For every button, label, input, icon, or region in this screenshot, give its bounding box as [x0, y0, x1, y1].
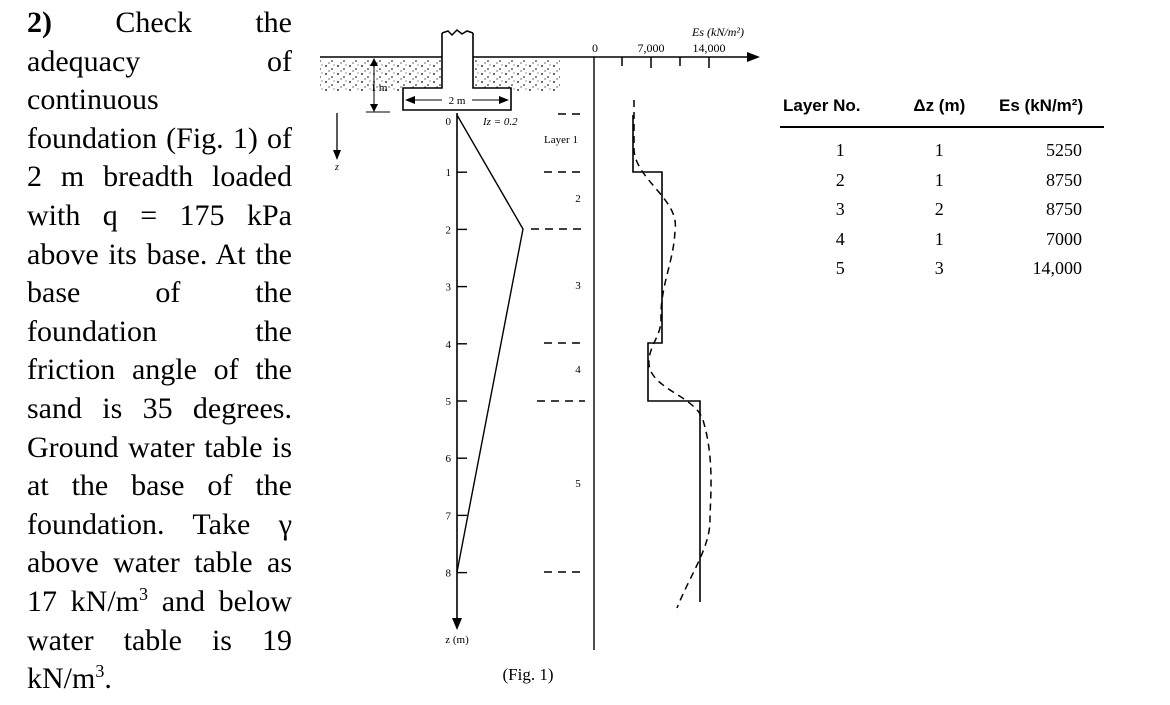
header-dz: Δz (m): [900, 94, 979, 128]
es-step-profile: [632, 115, 701, 602]
depth-tick-label: 1: [446, 167, 452, 179]
soil-hatch-right: [473, 60, 560, 92]
z-label: z: [334, 162, 339, 173]
cell-layer-no: 1: [835, 140, 845, 161]
cell-layer-no: 5: [835, 258, 845, 279]
embedment-arrow-up: [370, 58, 378, 66]
depth-tick-label: 2: [446, 224, 452, 236]
es-tick-7000: 7,000: [638, 41, 665, 55]
depth-tick-label: 5: [446, 396, 452, 408]
cell-es: 14,000: [1032, 258, 1083, 279]
es-axis-label: Es (kN/m²): [691, 25, 744, 39]
depth-tick-label: 3: [446, 282, 452, 294]
table-row: 2 1 8750: [780, 166, 1104, 196]
layer-label-1: Layer 1: [544, 134, 578, 146]
cell-layer-no: 2: [835, 169, 845, 190]
problem-number: 2): [27, 6, 52, 39]
cell-dz: 1: [934, 169, 944, 190]
width-label: 2 m: [449, 95, 466, 107]
cell-dz: 3: [934, 258, 944, 279]
iz-label: Iz = 0.2: [482, 116, 518, 128]
embedment-label: 1 m: [371, 82, 388, 94]
width-arrow-right: [499, 96, 509, 104]
cell-es: 7000: [1046, 228, 1082, 249]
cell-es: 5250: [1046, 140, 1082, 161]
es-axis-arrow: [747, 52, 760, 62]
problem-text-1: Check the adequacy of continuous foundat…: [27, 6, 293, 618]
problem-text-3: .: [104, 662, 112, 696]
table-row: 1 1 5250: [780, 127, 1104, 166]
table-row: 3 2 8750: [780, 195, 1104, 225]
table-header-row: Layer No. Δz (m) Es (kN/m²): [780, 94, 1104, 128]
foundation-figure: 0 7,000 14,000 Es (kN/m²) 1 m 2 m z z (m…: [320, 25, 760, 684]
unit-exponent-1: 3: [139, 583, 149, 604]
layer-label-5: 5: [575, 478, 581, 490]
problem-text-2: and below water table is 19 kN/m: [27, 584, 292, 696]
es-smooth-curve: [633, 100, 712, 609]
z-arrow-head: [333, 150, 341, 160]
table-row: 5 3 14,000: [780, 254, 1104, 284]
layer-label-2: 2: [575, 193, 581, 205]
cell-dz: 1: [934, 140, 944, 161]
footing: [402, 33, 512, 111]
cell-dz: 1: [934, 228, 944, 249]
column-break: [441, 28, 474, 37]
layer-label-3: 3: [575, 280, 581, 292]
depth-axis-arrow: [452, 618, 462, 630]
width-arrow-left: [405, 96, 415, 104]
embedment-arrow-down: [370, 104, 378, 112]
depth-axis-label: z (m): [445, 634, 469, 646]
depth-ticks: 0 1 2 3 4 5 6 7 8: [446, 116, 467, 580]
width-label-bg: [442, 93, 472, 106]
soil-hatch-left: [320, 60, 442, 92]
cell-es: 8750: [1046, 169, 1082, 190]
depth-tick-label: 6: [446, 453, 452, 465]
problem-statement: 2) Check the adequacy of continuous foun…: [27, 4, 292, 699]
unit-exponent-2: 3: [95, 661, 105, 682]
layer-table: Layer No. Δz (m) Es (kN/m²) 1 1 5250 2 1…: [780, 94, 1104, 284]
table-row: 4 1 7000: [780, 225, 1104, 255]
es-tick-0: 0: [592, 41, 598, 55]
cell-dz: 2: [934, 199, 944, 220]
cell-layer-no: 4: [835, 228, 845, 249]
figure-caption: (Fig. 1): [503, 665, 554, 684]
iz-diagram: [456, 114, 524, 573]
layer-label-4: 4: [575, 364, 581, 376]
depth-tick-label: 8: [446, 568, 452, 580]
depth-tick-label: 7: [446, 510, 452, 522]
depth-tick-label: 0: [446, 116, 452, 128]
header-layer-no: Layer No.: [780, 94, 901, 128]
cell-es: 8750: [1046, 199, 1082, 220]
depth-tick-label: 4: [446, 339, 452, 351]
es-tick-14000: 14,000: [693, 41, 726, 55]
cell-layer-no: 3: [835, 199, 845, 220]
header-es: Es (kN/m²): [978, 94, 1104, 128]
